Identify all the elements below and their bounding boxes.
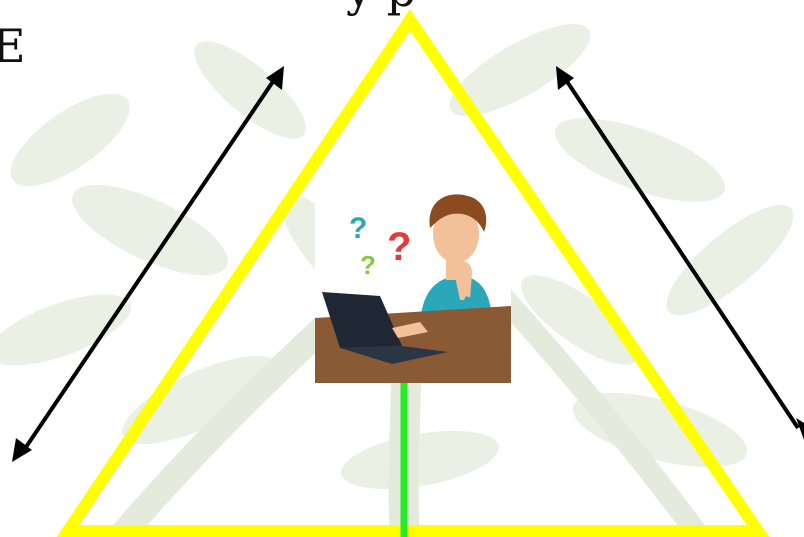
question-mark-icon: ? <box>349 212 367 245</box>
left-label-fragment: E <box>0 19 26 73</box>
thinking-person-illustration: ? ? ? <box>315 188 511 383</box>
arrowhead-icon <box>796 418 804 440</box>
top-label-fragment: y p <box>345 0 416 17</box>
question-mark-icon: ? <box>387 225 411 269</box>
question-mark-icon: ? <box>360 250 376 280</box>
